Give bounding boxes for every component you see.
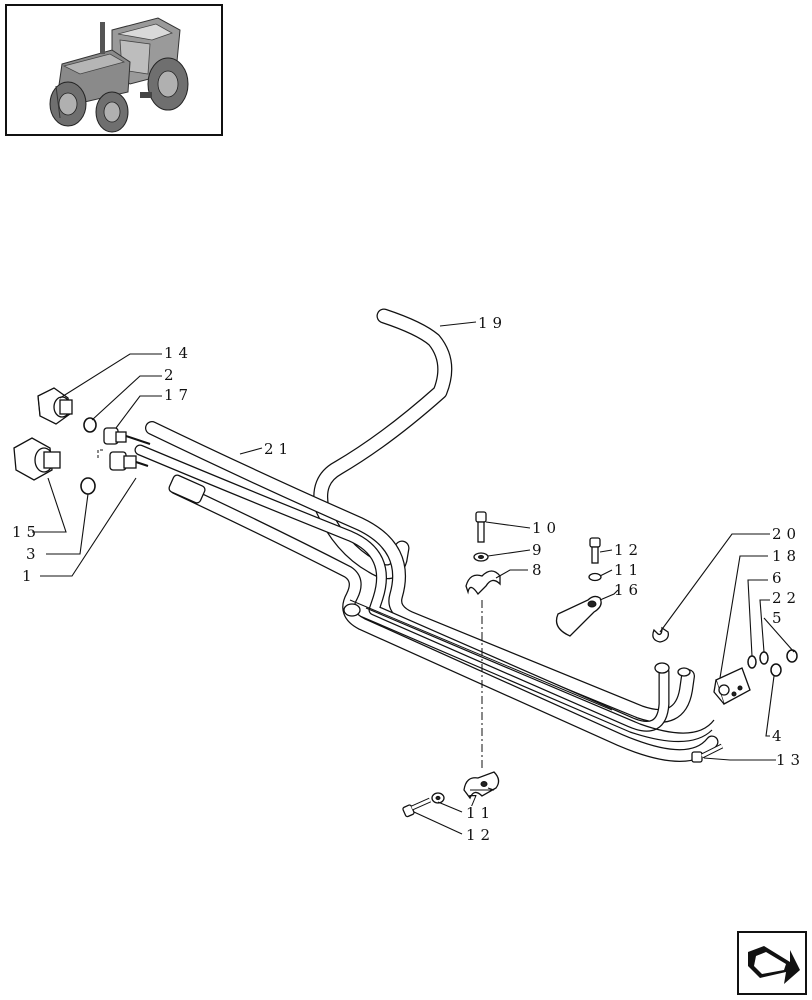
- callout-15: 15: [12, 523, 41, 541]
- callout-14: 14: [164, 344, 193, 362]
- callout-18: 18: [772, 547, 801, 565]
- block-18[interactable]: [713, 667, 751, 705]
- callout-8: 8: [532, 561, 547, 579]
- clamp-group-bottom: [402, 771, 500, 818]
- clamp-group-top: [465, 511, 669, 643]
- washer-11-top[interactable]: [588, 572, 602, 582]
- tractor-thumbnail[interactable]: [5, 4, 223, 136]
- callout-19: 19: [478, 314, 507, 332]
- callout-9: 9: [532, 541, 547, 559]
- fitting-17[interactable]: [103, 427, 151, 445]
- callout-22: 22: [772, 589, 801, 607]
- fitting-1[interactable]: [109, 451, 149, 471]
- bolt-12-bottom[interactable]: [402, 797, 432, 818]
- o-ring-6[interactable]: [747, 655, 757, 669]
- o-ring-5[interactable]: [786, 649, 798, 663]
- callout-17: 17: [164, 386, 193, 404]
- callout-13: 13: [776, 751, 805, 769]
- callout-1: 1: [22, 567, 37, 585]
- next-page-arrow-icon: [748, 946, 800, 984]
- left-fittings: [13, 387, 151, 495]
- callout-3: 3: [26, 545, 41, 563]
- callout-2: 2: [164, 366, 179, 384]
- bolt-13[interactable]: [691, 743, 724, 763]
- callout-16: 16: [614, 581, 643, 599]
- callout-6: 6: [772, 569, 787, 587]
- callout-12-top: 12: [614, 541, 643, 559]
- clamp-8[interactable]: [465, 570, 501, 596]
- bolt-10[interactable]: [475, 511, 487, 543]
- callout-5: 5: [772, 609, 787, 627]
- o-ring-2[interactable]: [83, 417, 97, 433]
- callout-21: 21: [264, 440, 293, 458]
- callout-7: 7: [468, 792, 483, 810]
- callout-labels: 14 2 17 21 19 15 3 1 10 9 8 12 11 16 20 …: [12, 314, 805, 844]
- tractor-thumbnail-icon: [49, 17, 189, 133]
- callout-4: 4: [772, 727, 787, 745]
- callout-11-bottom: 11: [466, 804, 495, 822]
- callout-20: 20: [772, 525, 801, 543]
- leader-lines: [32, 321, 795, 835]
- bolt-12-top[interactable]: [589, 537, 601, 564]
- o-ring-3[interactable]: [80, 477, 96, 495]
- callout-12-bottom: 12: [466, 826, 495, 844]
- o-ring-4[interactable]: [770, 663, 782, 677]
- clip-20[interactable]: [652, 626, 669, 643]
- callout-10: 10: [532, 519, 561, 537]
- fitting-15[interactable]: [13, 437, 61, 481]
- callout-11-top: 11: [614, 561, 643, 579]
- pipe-assembly: [134, 308, 719, 762]
- next-page-button[interactable]: [737, 931, 807, 995]
- o-ring-22[interactable]: [759, 651, 769, 665]
